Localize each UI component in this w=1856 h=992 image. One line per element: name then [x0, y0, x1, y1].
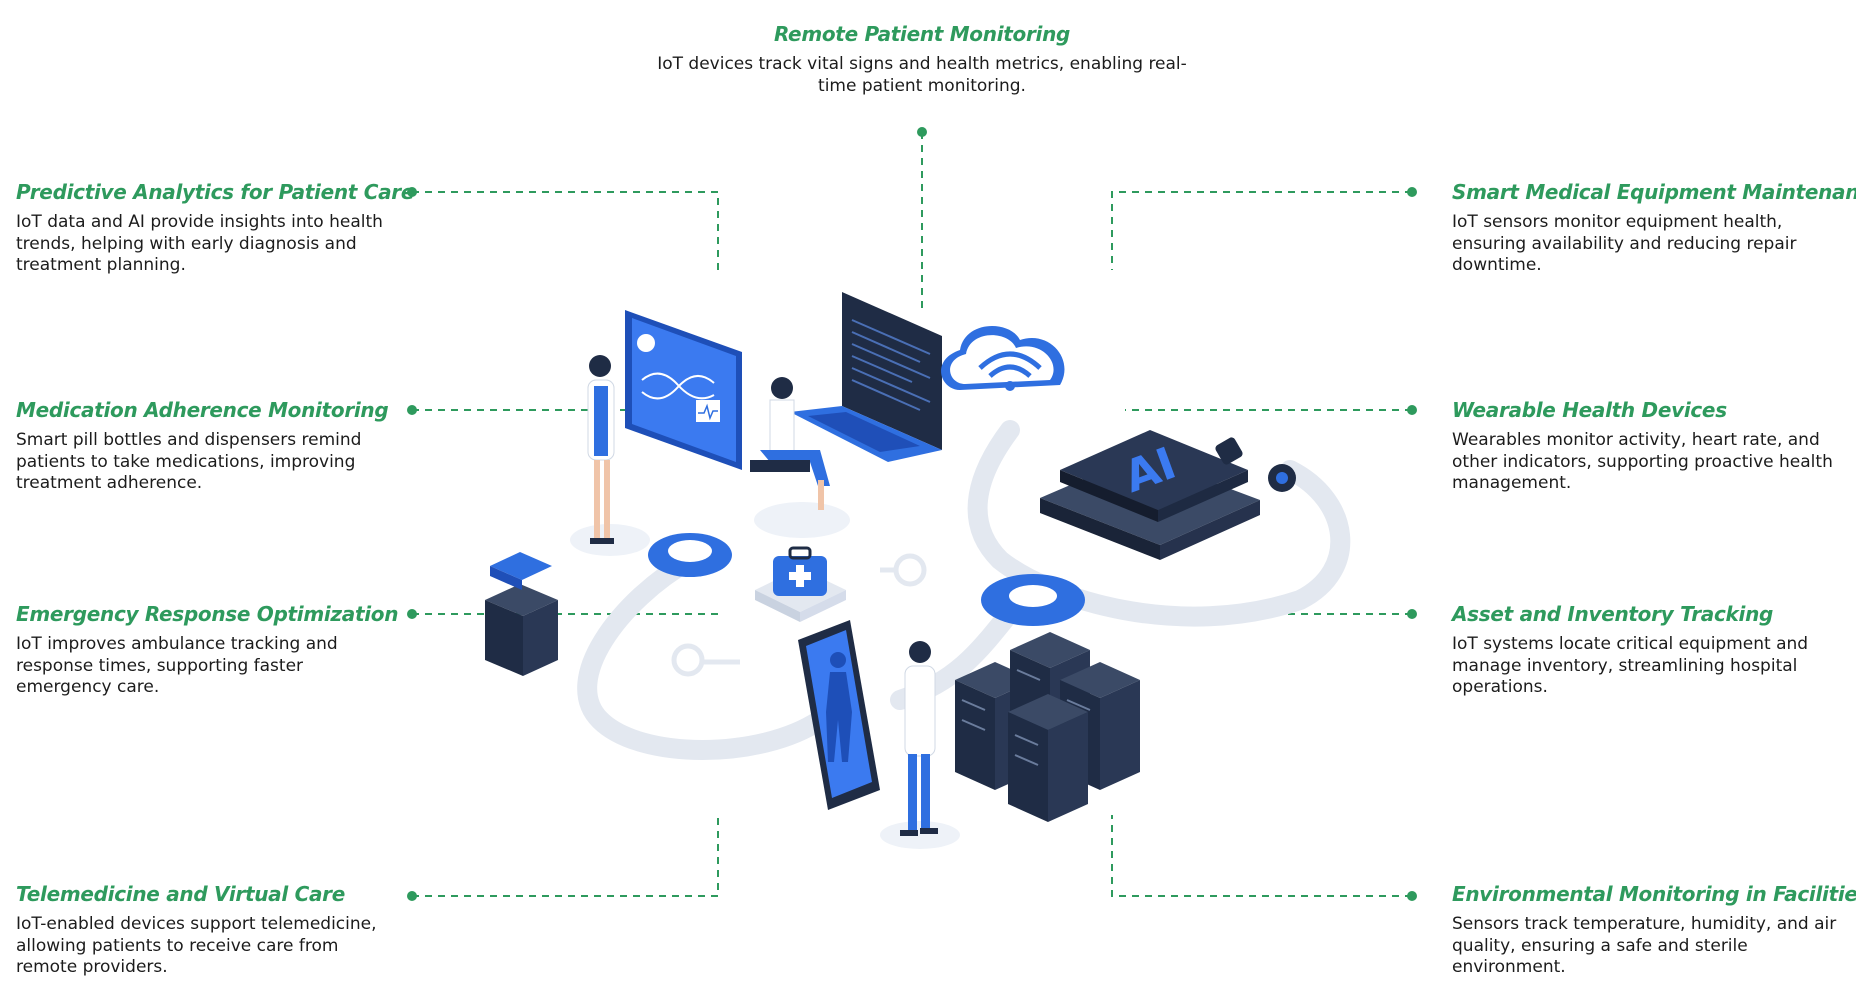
- monitor-icon: [625, 310, 742, 470]
- feature-desc-environment: Sensors track temperature, humidity, and…: [1452, 914, 1837, 977]
- feature-desc-emergency: IoT improves ambulance tracking and resp…: [16, 634, 338, 697]
- feature-title-predictive: Predictive Analytics for Patient Care: [16, 180, 415, 204]
- cloud-wifi-icon: [941, 326, 1065, 391]
- doctor-icon: [587, 355, 615, 544]
- feature-desc-telemedicine: IoT-enabled devices support telemedicine…: [16, 914, 377, 977]
- track-ring: [648, 533, 1085, 626]
- feature-desc-remote: IoT devices track vital signs and health…: [657, 54, 1187, 96]
- laptop-icon: [790, 292, 942, 462]
- sensor-nodes: [1215, 437, 1296, 492]
- feature-predictive: Predictive Analytics for Patient Care Io…: [16, 180, 415, 277]
- feature-desc-equipment: IoT sensors monitor equipment health, en…: [1452, 212, 1797, 275]
- feature-medication: Medication Adherence Monitoring Smart pi…: [16, 398, 396, 495]
- feature-title-medication: Medication Adherence Monitoring: [16, 398, 389, 422]
- feature-emergency: Emergency Response Optimization IoT impr…: [16, 602, 399, 699]
- first-aid-kit-icon: [755, 546, 846, 622]
- connector-environment: [1111, 815, 1412, 897]
- feature-title-remote: Remote Patient Monitoring: [773, 22, 1071, 46]
- feature-equipment: Smart Medical Equipment Maintenance IoT …: [1452, 180, 1856, 277]
- feature-asset: Asset and Inventory Tracking IoT systems…: [1452, 602, 1848, 699]
- feature-telemedicine: Telemedicine and Virtual Care IoT-enable…: [16, 882, 396, 979]
- feature-title-emergency: Emergency Response Optimization: [16, 602, 399, 626]
- feature-title-equipment: Smart Medical Equipment Maintenance: [1452, 180, 1856, 204]
- feature-desc-asset: IoT systems locate critical equipment an…: [1452, 634, 1809, 697]
- connector-dots: [407, 127, 1417, 901]
- seated-doctor: [750, 377, 830, 510]
- feature-title-telemedicine: Telemedicine and Virtual Care: [16, 882, 345, 906]
- server-cluster: [955, 632, 1140, 822]
- feature-title-asset: Asset and Inventory Tracking: [1452, 602, 1774, 626]
- feature-wearable: Wearable Health Devices Wearables monito…: [1452, 398, 1848, 495]
- feature-desc-predictive: IoT data and AI provide insights into he…: [16, 212, 383, 275]
- feature-desc-medication: Smart pill bottles and dispensers remind…: [16, 430, 362, 493]
- feature-remote: Remote Patient Monitoring IoT devices tr…: [600, 22, 1244, 97]
- male-doctor: [900, 641, 938, 836]
- magnifier-icon: [671, 553, 927, 677]
- connector-equipment: [1111, 191, 1412, 270]
- server-icon: [485, 552, 558, 676]
- ai-chip-icon: AI: [1040, 430, 1260, 560]
- feature-title-wearable: Wearable Health Devices: [1452, 398, 1727, 422]
- feature-environment: Environmental Monitoring in Facilities S…: [1452, 882, 1856, 979]
- feature-desc-wearable: Wearables monitor activity, heart rate, …: [1452, 430, 1833, 493]
- body-scan-tablet-icon: [798, 620, 880, 810]
- feature-title-environment: Environmental Monitoring in Facilities: [1452, 882, 1856, 906]
- connector-telemedicine: [412, 815, 719, 897]
- connector-predictive: [412, 191, 719, 270]
